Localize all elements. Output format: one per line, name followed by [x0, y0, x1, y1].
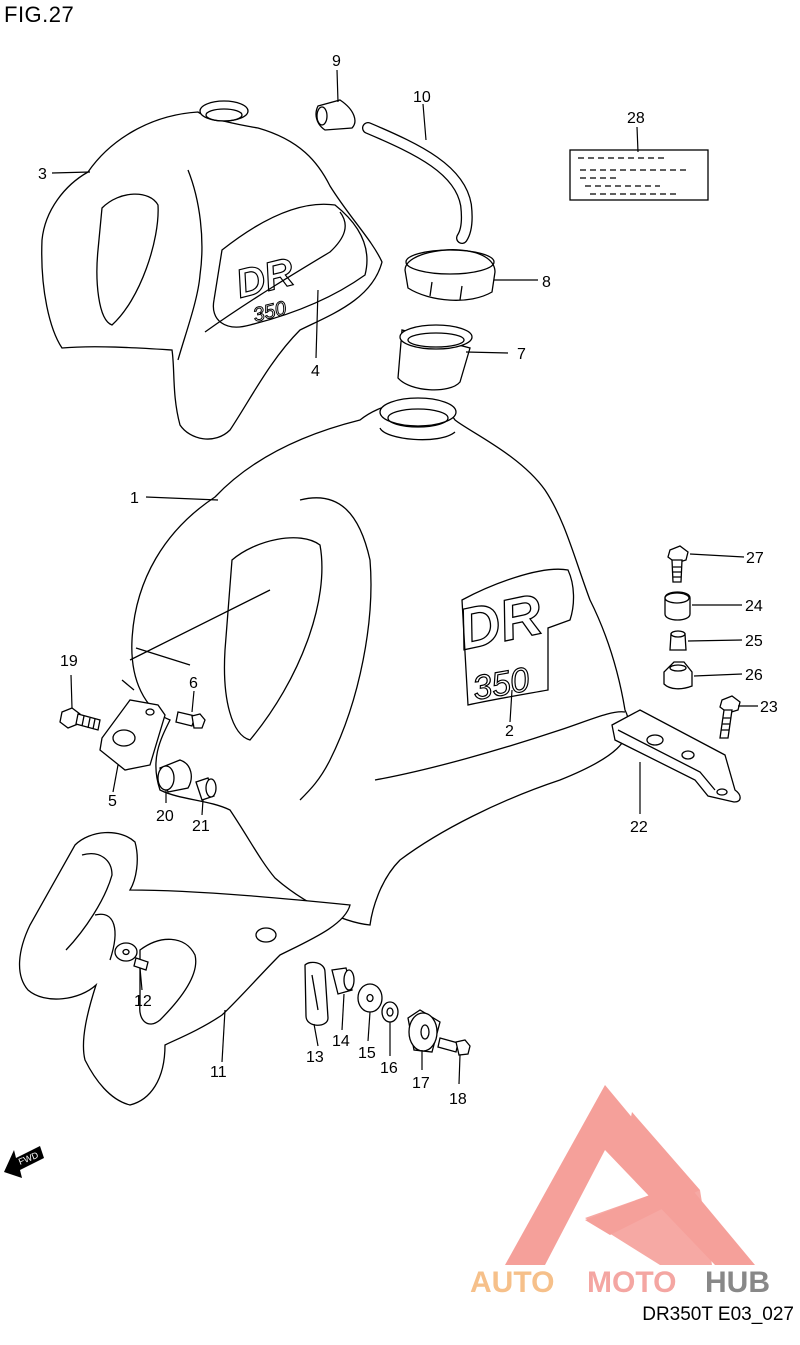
part-label-10: 10 [413, 89, 431, 106]
damper-20 [157, 759, 192, 793]
part-label-9: 9 [332, 53, 341, 70]
clamp-13 [304, 961, 329, 1026]
bolt-12 [114, 942, 149, 971]
svg-text:AUTO: AUTO [470, 1266, 554, 1299]
part-label-20: 20 [156, 808, 174, 825]
grommet-26 [663, 661, 693, 690]
grommet-24 [664, 591, 691, 621]
nut-16 [381, 1001, 399, 1023]
bolt-6 [175, 711, 206, 729]
part-label-25: 25 [745, 633, 763, 650]
collar-25 [669, 630, 687, 651]
part-label-7: 7 [517, 346, 526, 363]
part-label-5: 5 [108, 793, 117, 810]
leader-lines [51, 69, 758, 1085]
part-label-3: 3 [38, 166, 47, 183]
filler-ring [397, 324, 473, 391]
part-label-11: 11 [210, 1064, 227, 1081]
part-label-16: 16 [380, 1060, 398, 1077]
part-label-18: 18 [449, 1091, 467, 1108]
part-label-12: 12 [134, 993, 152, 1010]
part-label-19: 19 [60, 653, 78, 670]
part-label-4: 4 [311, 363, 320, 380]
part-label-22: 22 [630, 819, 648, 836]
svg-text:MOTO: MOTO [587, 1266, 676, 1299]
bolt-27 [667, 545, 689, 583]
part-label-6: 6 [189, 675, 198, 692]
bolt-18 [437, 1037, 471, 1056]
bolt-19 [59, 707, 101, 731]
damper-17 [407, 1009, 441, 1053]
bracket-5 [99, 699, 166, 771]
collar-14 [331, 967, 355, 995]
part-label-28: 28 [627, 110, 645, 127]
part-label-24: 24 [745, 598, 763, 615]
part-label-27: 27 [746, 550, 764, 567]
part-label-15: 15 [358, 1045, 376, 1062]
forward-direction-arrow: FWD [4, 1146, 44, 1178]
part-label-13: 13 [306, 1049, 324, 1066]
diagram-code: DR350T E03_027 [642, 1304, 794, 1325]
large-fuel-tank: DR 350 [121, 397, 630, 926]
side-cover [18, 831, 351, 1106]
part-label-23: 23 [760, 699, 778, 716]
part-label-26: 26 [745, 667, 763, 684]
bolt-23 [719, 695, 741, 739]
small-fuel-tank: DR 350 [41, 100, 383, 440]
part-label-2: 2 [505, 723, 514, 740]
bracket-22 [611, 709, 741, 803]
part-label-21: 21 [192, 818, 210, 835]
caution-label [569, 149, 709, 201]
washer-15 [357, 983, 383, 1013]
svg-text:HUB: HUB [705, 1266, 770, 1299]
watermark-wordmark: AUTO MOTO HUB [470, 1266, 770, 1299]
collar-21 [195, 777, 217, 801]
part-label-14: 14 [332, 1033, 350, 1050]
part-label-17: 17 [412, 1075, 430, 1092]
part-label-8: 8 [542, 274, 551, 291]
watermark-logo [505, 1085, 755, 1265]
fuel-cap [404, 249, 496, 301]
part-number-labels: 1 2 3 4 5 6 7 8 9 10 11 12 13 14 15 16 1… [38, 53, 778, 1108]
breather-hose [362, 122, 473, 244]
vent-cap [315, 99, 356, 131]
part-label-1: 1 [130, 490, 139, 507]
figure-title: FIG.27 [4, 2, 75, 27]
